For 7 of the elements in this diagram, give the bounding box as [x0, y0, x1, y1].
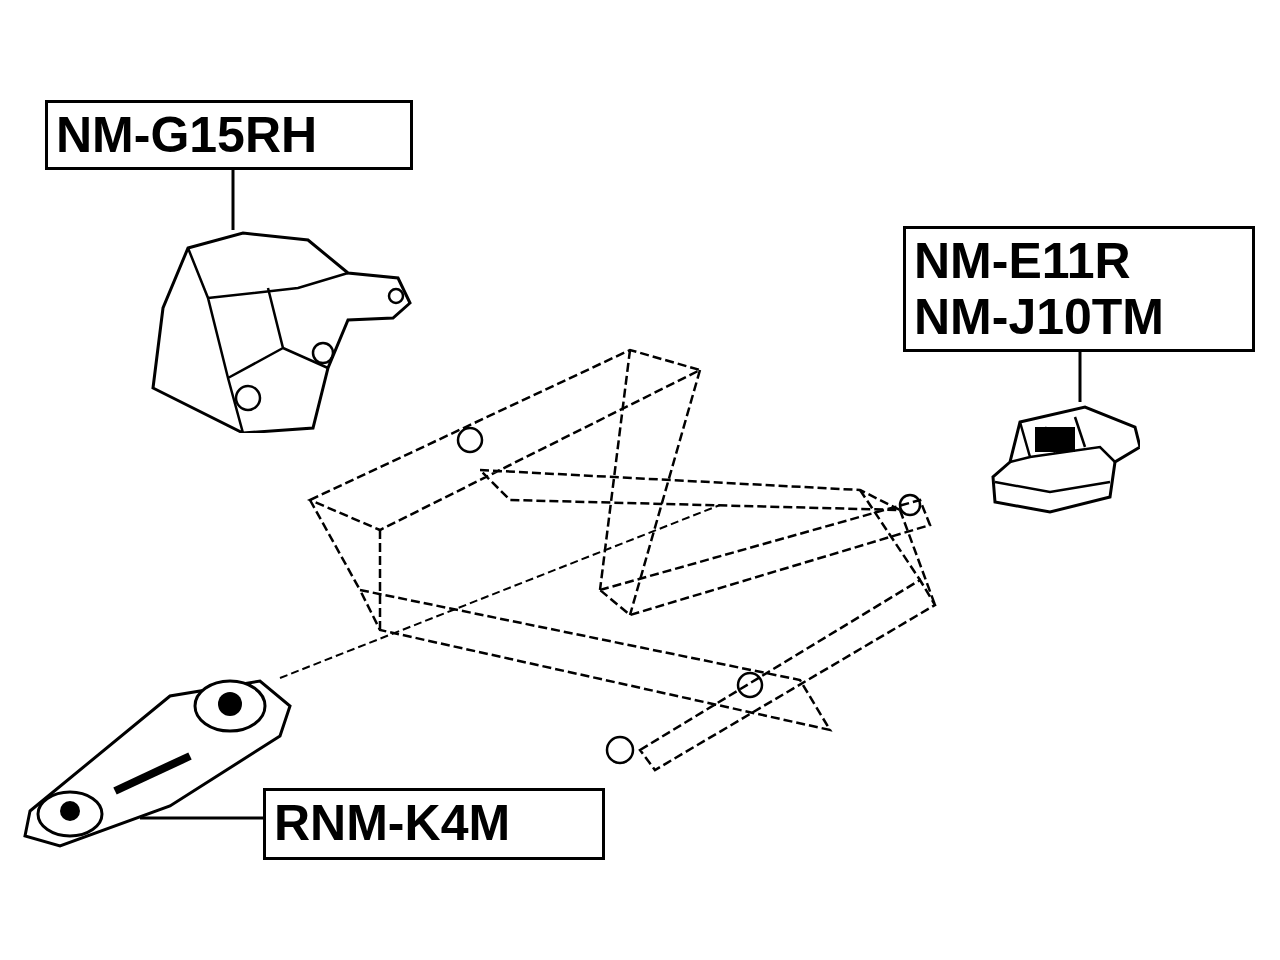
leader-line: [1078, 352, 1082, 402]
leader-line: [140, 816, 263, 820]
leader-line: [231, 170, 235, 230]
assembly-line: [279, 504, 721, 679]
part-number-label: RNM-K4M: [263, 788, 605, 860]
part-number-label: NM-G15RH: [45, 100, 413, 170]
part-number-label: NM-E11R NM-J10TM: [903, 226, 1255, 352]
